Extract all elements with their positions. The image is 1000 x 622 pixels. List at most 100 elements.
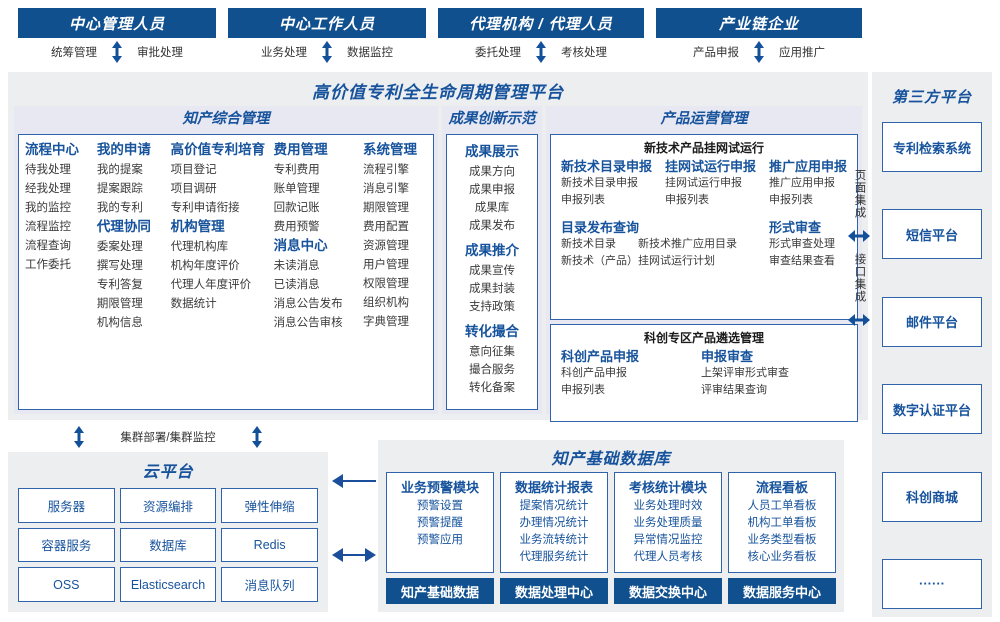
menu-item[interactable]: 挂网试运行申报 [665,177,742,189]
menu-item[interactable]: 新技术目录申报 [561,177,638,189]
menu-item[interactable]: 代理人员考核 [633,551,703,563]
menu-item[interactable]: 回款记账 [273,202,320,214]
menu-item[interactable]: 我的专利 [96,202,143,214]
menu-item[interactable]: 机构工单看板 [747,517,817,529]
menu-item[interactable]: 经我处理 [25,183,71,195]
menu-item[interactable]: 用户管理 [362,259,409,271]
menu-item[interactable]: 异常情况监控 [633,534,703,546]
third-party-item[interactable]: ······ [882,558,982,609]
menu-item[interactable]: 费用预警 [273,221,320,233]
cloud-cell[interactable]: Elasticsearch [119,567,217,602]
menu-item[interactable]: 推广应用申报 [769,177,835,189]
menu-item[interactable]: 费用配置 [362,221,409,233]
menu-item[interactable]: 撮合服务 [469,364,515,376]
menu-item[interactable]: 机构信息 [96,317,143,329]
menu-item[interactable]: 项目调研 [170,183,217,195]
menu-item[interactable]: 机构年度评价 [170,260,240,272]
menu-item[interactable]: 期限管理 [362,202,409,214]
menu-item[interactable]: 代理机构库 [170,241,229,253]
menu-item[interactable]: 字典管理 [362,316,409,328]
menu-item[interactable]: 申报列表 [561,194,605,206]
menu-item[interactable]: 项目登记 [170,164,217,176]
menu-item[interactable]: 核心业务看板 [747,551,817,563]
menu-item[interactable]: 业务流转统计 [519,534,589,546]
menu-item[interactable]: 业务类型看板 [747,534,817,546]
menu-item[interactable]: 预警提醒 [417,517,463,529]
menu-item[interactable]: 形式审查处理 [769,238,835,250]
menu-item[interactable]: 提案情况统计 [519,500,589,512]
database-footer[interactable]: 知产基础数据 [386,578,494,604]
menu-item[interactable]: 成果发布 [469,220,515,232]
menu-item[interactable]: 我的监控 [25,202,71,214]
menu-item[interactable]: 预警设置 [417,500,463,512]
menu-item[interactable]: 我的提案 [96,164,143,176]
third-party-item[interactable]: 专利检索系统 [882,122,982,172]
menu-item[interactable]: 成果库 [474,202,510,214]
menu-item[interactable]: 流程监控 [25,221,71,233]
menu-item[interactable]: 消息公告发布 [273,298,343,310]
menu-item[interactable]: 组织机构 [362,297,409,309]
menu-item[interactable]: 代理服务统计 [519,551,589,563]
menu-item[interactable]: 业务处理时效 [633,500,703,512]
menu-item[interactable]: 期限管理 [96,298,143,310]
menu-item[interactable]: 已读消息 [273,279,320,291]
menu-item[interactable]: 评审结果查询 [701,384,767,396]
cloud-cell[interactable]: 弹性伸缩 [221,488,318,523]
menu-item[interactable]: 消息引擎 [362,183,409,195]
menu-item[interactable]: 流程引擎 [362,164,409,176]
menu-item[interactable]: 人员工单看板 [747,500,817,512]
menu-item[interactable]: 工作委托 [25,259,71,271]
menu-item[interactable]: 专利费用 [273,164,320,176]
menu-item[interactable]: 成果申报 [469,184,515,196]
cloud-cell[interactable]: 资源编排 [119,488,217,523]
menu-item[interactable]: 申报列表 [769,194,813,206]
menu-item[interactable]: 意向征集 [469,346,515,358]
menu-item[interactable]: 新技术目录 新技术推广应用目录 [561,238,737,250]
menu-item[interactable]: 资源管理 [362,240,409,252]
cloud-cell[interactable]: 数据库 [119,527,217,563]
third-party-item[interactable]: 数字认证平台 [882,384,982,435]
menu-item[interactable]: 撰写处理 [96,260,143,272]
menu-item[interactable]: 转化备案 [469,382,515,394]
database-footer[interactable]: 数据处理中心 [500,578,608,604]
role-card[interactable]: 产业链企业 产品申报 应用推广 [656,8,862,59]
menu-item[interactable]: 数据统计 [170,298,217,310]
third-party-item[interactable]: 短信平台 [882,209,982,260]
cloud-cell[interactable]: 消息队列 [221,567,318,602]
menu-item[interactable]: 办理情况统计 [519,517,589,529]
cloud-cell[interactable]: 容器服务 [18,527,115,563]
menu-item[interactable]: 专利答复 [96,279,143,291]
menu-item[interactable]: 权限管理 [362,278,409,290]
menu-item[interactable]: 支持政策 [469,301,515,313]
third-party-item[interactable]: 邮件平台 [882,296,982,347]
menu-item[interactable]: 委案处理 [96,241,143,253]
menu-item[interactable]: 专利申请衔接 [170,202,240,214]
menu-item[interactable]: 申报列表 [561,384,605,396]
menu-item[interactable]: 审查结果查看 [769,255,835,267]
role-card[interactable]: 代理机构 / 代理人员 委托处理 考核处理 [438,8,644,59]
menu-item[interactable]: 上架评审形式审查 [701,367,789,379]
menu-item[interactable]: 待我处理 [25,164,71,176]
database-footer[interactable]: 数据服务中心 [728,578,836,604]
menu-item[interactable]: 提案跟踪 [96,183,143,195]
menu-item[interactable]: 预警应用 [417,534,463,546]
menu-item[interactable]: 申报列表 [665,194,709,206]
menu-item[interactable]: 新技术（产品）挂网试运行计划 [561,255,715,267]
menu-item[interactable]: 未读消息 [273,260,320,272]
cloud-cell[interactable]: OSS [18,567,115,602]
menu-item[interactable]: 账单管理 [273,183,320,195]
menu-item[interactable]: 流程查询 [25,240,71,252]
role-card[interactable]: 中心管理人员 统筹管理 审批处理 [18,8,216,59]
menu-item[interactable]: 业务处理质量 [633,517,703,529]
menu-item[interactable]: 成果封装 [469,283,515,295]
menu-item[interactable]: 消息公告审核 [273,317,343,329]
menu-item[interactable]: 代理人年度评价 [170,279,252,291]
cloud-cell[interactable]: Redis [221,527,318,563]
database-footer[interactable]: 数据交换中心 [614,578,722,604]
menu-item[interactable]: 科创产品申报 [561,367,627,379]
menu-item[interactable]: 成果宣传 [469,265,515,277]
cloud-cell[interactable]: 服务器 [18,488,115,523]
third-party-item[interactable]: 科创商城 [882,471,982,522]
role-card[interactable]: 中心工作人员 业务处理 数据监控 [228,8,426,59]
menu-item[interactable]: 成果方向 [469,166,515,178]
